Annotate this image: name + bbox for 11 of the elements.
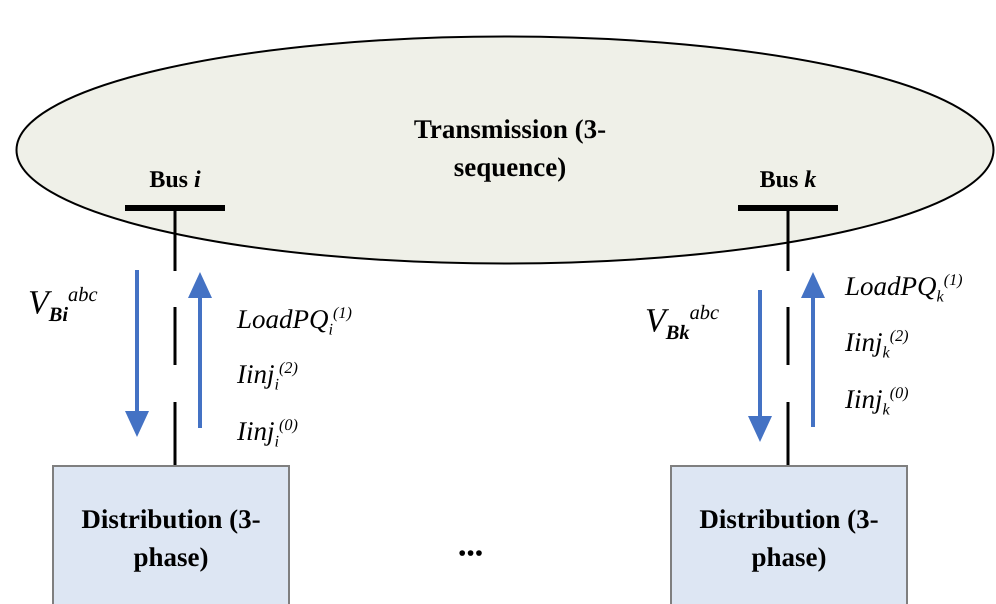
dashed-connector (786, 211, 790, 465)
transmission-ellipse (15, 35, 995, 265)
distribution-box (670, 465, 908, 604)
distribution-box (52, 465, 290, 604)
ellipsis-mark: ••• (458, 542, 484, 566)
bus-label: Bus k (758, 166, 818, 195)
dashed-connector (174, 211, 176, 465)
box-label: Distribution (3-phase) (699, 503, 879, 574)
bus-label: Bus i (148, 166, 202, 195)
ellipse-label: Transmission (3-sequence) (412, 113, 608, 184)
box-label: Distribution (3-phase) (81, 503, 261, 574)
